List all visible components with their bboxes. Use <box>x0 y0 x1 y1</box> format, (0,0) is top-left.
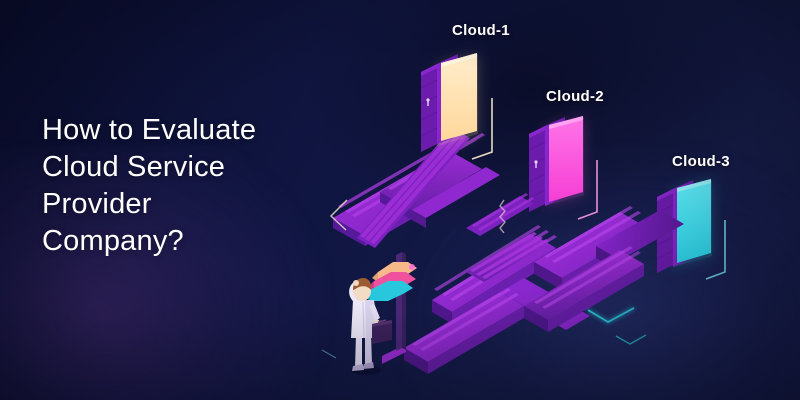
door-cloud-2[interactable] <box>528 116 598 220</box>
corner-accent-cyan-bottom <box>615 334 647 345</box>
door-label-cloud-2: Cloud-2 <box>546 88 604 105</box>
page-title: How to Evaluate Cloud Service Provider C… <box>42 114 257 257</box>
accent-line-bottom-left <box>321 349 337 359</box>
briefcase <box>372 319 392 344</box>
stair-fragment-mid <box>466 193 534 236</box>
door-label-cloud-3: Cloud-3 <box>672 153 730 170</box>
door-label-cloud-1: Cloud-1 <box>452 22 510 39</box>
chevron-accent-cyan-right <box>587 307 635 324</box>
